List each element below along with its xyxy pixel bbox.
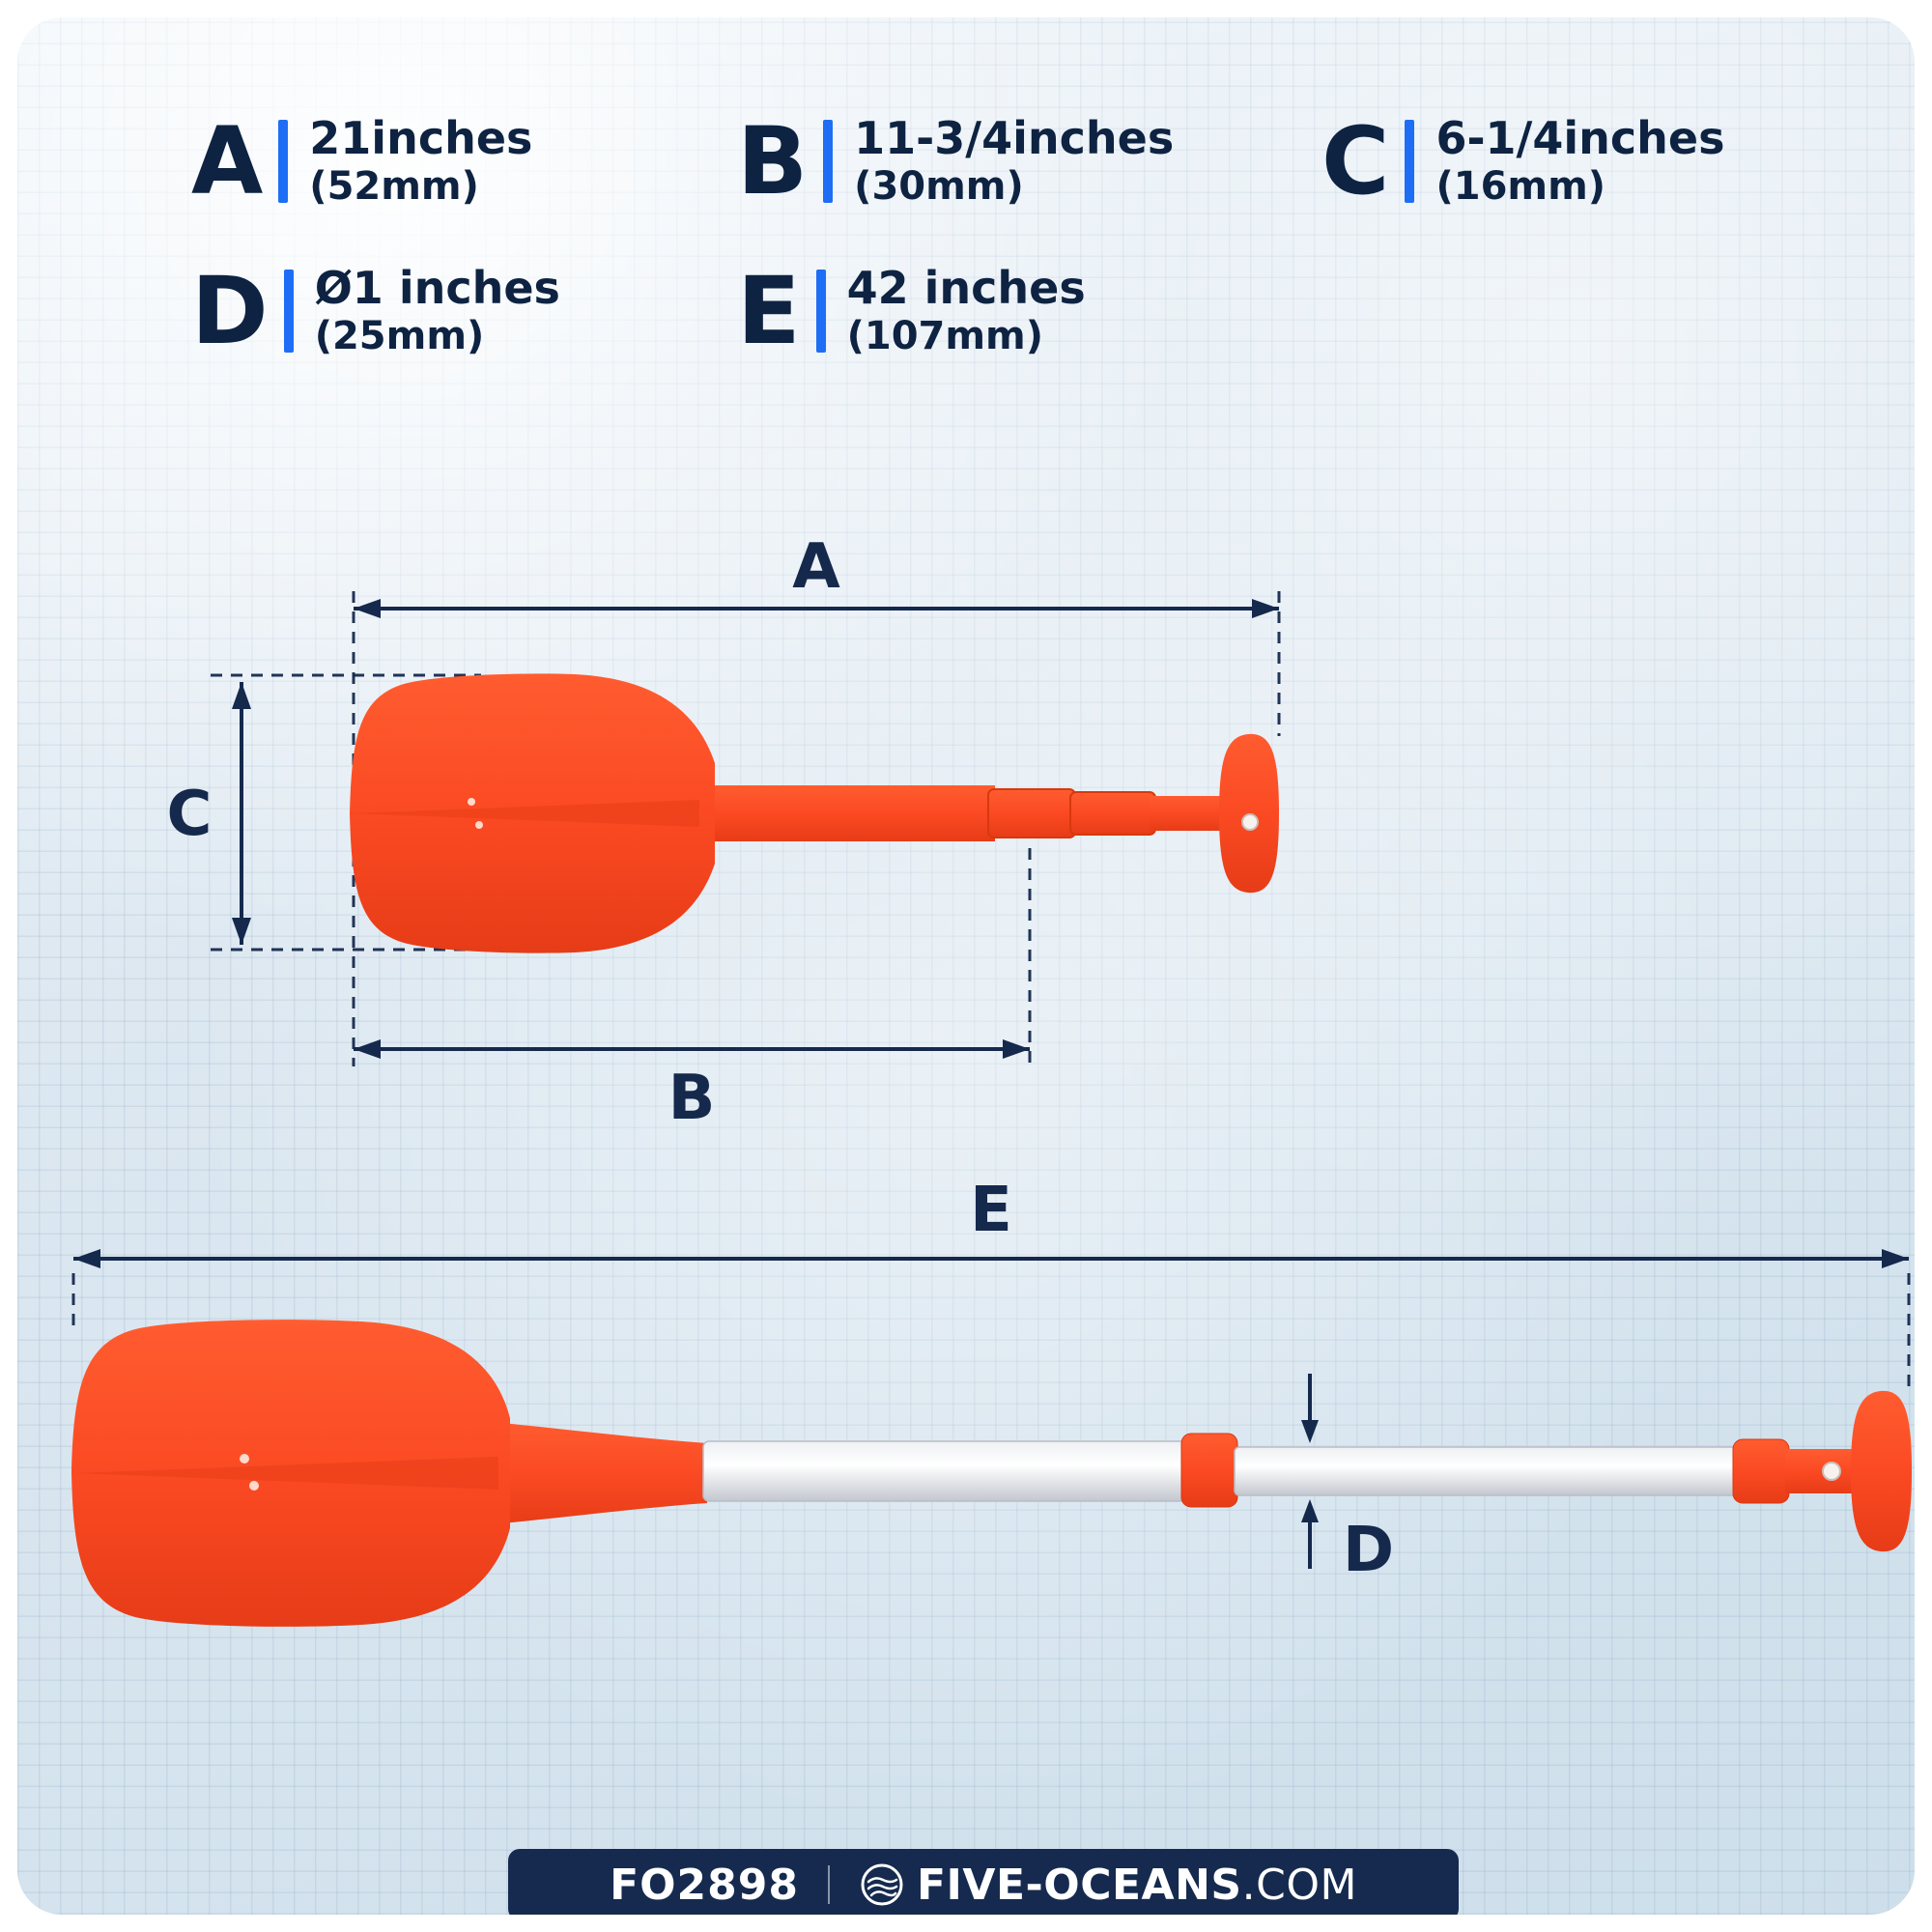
extended-throat [471, 1420, 707, 1526]
legend-divider-bar [278, 119, 289, 203]
collapsed-blade-hole [475, 821, 483, 829]
legend-letter-b: B [737, 106, 809, 215]
footer-bar: FO2898 FIVE-OCEANS.COM [508, 1849, 1459, 1915]
dimension-c-label: C [167, 779, 213, 850]
product-sku: FO2898 [610, 1860, 799, 1910]
legend-value-c: 6-1/4inches [1435, 112, 1725, 164]
extended-handle-hole [1822, 1462, 1841, 1481]
legend-divider-bar [823, 119, 834, 203]
legend-metric-b: (30mm) [854, 163, 1024, 209]
extended-blade-spine [75, 1457, 498, 1490]
legend-item-a: A 21inches (52mm) [191, 106, 533, 215]
legend-metric-d: (25mm) [314, 313, 485, 358]
legend-text-a: 21inches (52mm) [309, 112, 533, 209]
legend-item-d: D Ø1 inches (25mm) [191, 256, 560, 365]
extended-connector [1732, 1438, 1790, 1504]
dimension-c: C [167, 682, 251, 945]
brand-lockup: FIVE-OCEANS.COM [859, 1861, 1357, 1910]
legend-text-b: 11-3/4inches (30mm) [854, 112, 1175, 209]
legend-item-c: C 6-1/4inches (16mm) [1321, 106, 1725, 215]
extended-collar [1180, 1433, 1238, 1508]
legend-letter-d: D [191, 256, 269, 365]
brand-suffix: .COM [1241, 1860, 1357, 1910]
legend-text-e: 42 inches (107mm) [846, 262, 1086, 358]
legend-text-c: 6-1/4inches (16mm) [1435, 112, 1725, 209]
extended-blade-hole [240, 1454, 249, 1463]
collapsed-shaft-section-3 [1069, 791, 1156, 836]
legend-metric-a: (52mm) [309, 163, 479, 209]
legend-divider-bar [1405, 119, 1415, 203]
legend-item-b: B 11-3/4inches (30mm) [737, 106, 1175, 215]
legend-value-b: 11-3/4inches [854, 112, 1175, 164]
dimension-diagram: A C B E D [71, 531, 1912, 1627]
legend-metric-e: (107mm) [846, 313, 1043, 358]
legend-value-a: 21inches [309, 112, 533, 164]
wave-logo-icon [861, 1863, 903, 1906]
dimension-d: D [1301, 1374, 1394, 1586]
legend-divider-bar [815, 269, 826, 353]
extended-tube-1 [702, 1440, 1187, 1502]
legend-letter-c: C [1321, 106, 1390, 215]
legend-divider-bar [283, 269, 294, 353]
collapsed-blade-hole [468, 798, 475, 806]
dimension-e: E [73, 1175, 1909, 1268]
legend-metric-c: (16mm) [1435, 163, 1606, 209]
legend-letter-e: E [737, 256, 801, 365]
legend-value-e: 42 inches [846, 262, 1086, 314]
dimension-b-label: B [668, 1063, 716, 1134]
legend-item-e: E 42 inches (107mm) [737, 256, 1086, 365]
footer-divider [827, 1865, 830, 1904]
background-card: A 21inches (52mm) B 11-3/4inches (30mm) … [17, 17, 1915, 1915]
collapsed-shaft-section-1 [694, 785, 995, 841]
extended-blade-hole [249, 1481, 259, 1491]
dimension-b: B [354, 1039, 1030, 1134]
collapsed-paddle-illustration [350, 673, 1279, 953]
extended-tube-2 [1234, 1446, 1738, 1496]
collapsed-handle-stem [1150, 796, 1227, 831]
legend-letter-a: A [191, 106, 264, 215]
dimension-e-label: E [970, 1175, 1012, 1246]
collapsed-t-handle [1219, 733, 1279, 894]
legend-text-d: Ø1 inches (25mm) [314, 262, 560, 358]
dimension-a: A [354, 531, 1279, 618]
extended-paddle-illustration [71, 1320, 1912, 1627]
brand-name: FIVE-OCEANS [916, 1860, 1242, 1910]
collapsed-extension-lines [211, 591, 1281, 1066]
collapsed-shaft-section-2 [987, 788, 1076, 838]
legend-value-d: Ø1 inches [314, 262, 560, 314]
dimension-d-label: D [1343, 1515, 1394, 1586]
dimension-a-label: A [792, 531, 840, 603]
collapsed-blade-spine [354, 800, 699, 827]
extended-t-handle [1851, 1390, 1912, 1552]
extended-extension-lines [71, 1273, 1911, 1393]
collapsed-handle-hole [1241, 813, 1259, 831]
